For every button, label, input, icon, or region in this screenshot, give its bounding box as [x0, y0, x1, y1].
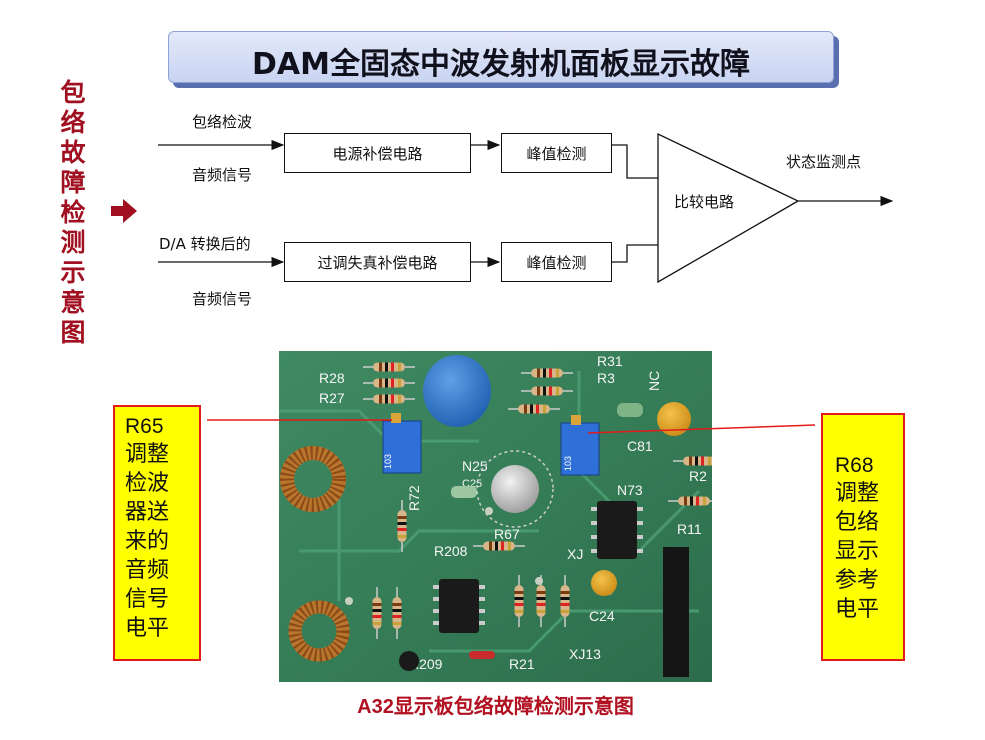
- resistor: [469, 651, 495, 659]
- leader-line-r68: [587, 424, 816, 434]
- photo-caption-text: 显示板包络故障检测示意图: [393, 694, 634, 718]
- small-transistor: [399, 651, 419, 671]
- trimmer-r68: 103: [560, 415, 600, 476]
- transistor-outline: [476, 450, 554, 528]
- silkscreen-r72: R72: [406, 485, 422, 511]
- callout-r68-id: R68: [835, 454, 874, 477]
- right-arrow-icon: [111, 199, 137, 223]
- silkscreen-r208: R208: [434, 543, 468, 559]
- silkscreen-r21: R21: [509, 656, 535, 672]
- comparator-label: 比较电路: [674, 193, 735, 211]
- silkscreen-c81: C81: [627, 438, 653, 454]
- silkscreen-r67: R67: [494, 526, 520, 542]
- peak-detect-top-box: 峰值检测: [501, 133, 612, 173]
- photo-caption: A32显示板包络故障检测示意图: [279, 690, 712, 719]
- pin-header: [663, 547, 689, 677]
- callout-r65: R65 调整检波器送来的音频信号电平: [113, 405, 201, 661]
- metal-can-transistor: [491, 465, 539, 513]
- silkscreen-xj: XJ: [567, 546, 583, 562]
- blue-capacitor: [423, 355, 491, 427]
- silkscreen-nc: NC: [646, 371, 662, 391]
- input-bottom-label: D/A 转换后的: [159, 235, 251, 253]
- input-top-label2: 音频信号: [192, 166, 253, 184]
- ic-n73: [591, 501, 643, 559]
- callout-r68-text: 调整包络显示参考电平: [835, 481, 880, 622]
- toroid-inductor: [280, 446, 346, 512]
- power-compensation-box: 电源补偿电路: [284, 133, 471, 173]
- page-title: DAM全固态中波发射机面板显示故障: [252, 47, 750, 82]
- wire-bottom-to-comparator: [611, 244, 658, 263]
- output-label: 状态监测点: [786, 153, 862, 171]
- photo-caption-prefix: A32: [357, 696, 394, 718]
- diagram-wires: [158, 132, 894, 284]
- silkscreen-xj13: XJ13: [569, 646, 601, 662]
- trimmer-r65: 103: [382, 413, 422, 474]
- silkscreen-r27: R27: [319, 390, 345, 406]
- green-capacitor: [617, 403, 643, 417]
- toroid-inductor: [288, 600, 350, 662]
- side-caption: 包络故障检测示意图: [60, 78, 86, 347]
- overmod-compensation-box: 过调失真补偿电路: [284, 242, 471, 282]
- silkscreen-r31: R31: [597, 353, 623, 369]
- peak-detect-bottom-box: 峰值检测: [501, 242, 612, 282]
- title-banner: DAM全固态中波发射机面板显示故障: [168, 31, 834, 83]
- silkscreen-c24: C24: [589, 608, 615, 624]
- green-capacitor: [451, 486, 477, 498]
- pcb-photo: R28 R27 R31 R3 NC R72 N25 C25 R67 R208 N…: [279, 351, 712, 682]
- svg-text:103: 103: [563, 456, 573, 471]
- silkscreen-r11: R11: [677, 521, 702, 537]
- wire-top-to-comparator: [611, 144, 658, 179]
- input-top-label: 包络检波: [192, 113, 253, 131]
- yellow-capacitor: [657, 402, 691, 436]
- callout-r65-text: 调整检波器送来的音频信号电平: [125, 442, 170, 641]
- callout-r68: R68 调整包络显示参考电平: [821, 413, 905, 661]
- silkscreen-n73: N73: [617, 482, 643, 498]
- ic-n25: [433, 579, 485, 633]
- block-diagram: 包络检波 音频信号 D/A 转换后的 音频信号 电源补偿电路 峰值检测 过调失真…: [150, 100, 910, 310]
- svg-text:103: 103: [383, 454, 393, 469]
- yellow-capacitor: [591, 570, 617, 596]
- input-bottom-label2: 音频信号: [192, 290, 253, 308]
- silkscreen-r2: R2: [689, 468, 707, 484]
- callout-r65-id: R65: [125, 415, 164, 438]
- comparator-triangle: [657, 132, 800, 284]
- silkscreen-r3: R3: [597, 370, 615, 386]
- silkscreen-r28: R28: [319, 370, 345, 386]
